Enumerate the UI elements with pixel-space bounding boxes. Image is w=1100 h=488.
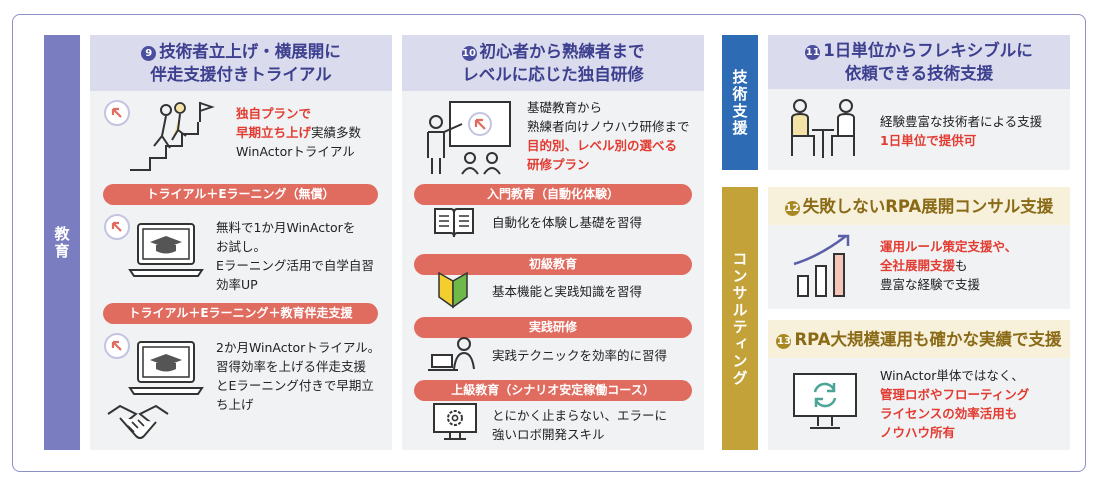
arrow-up-left-icon	[104, 333, 130, 359]
growth-chart-icon	[793, 234, 850, 297]
panel-9-item-1: 無料で1か月WinActorを お試し。 Eラーニング活用で自学自習 効率UP	[216, 218, 374, 294]
panel-10-bar-3: 実践研修	[414, 317, 692, 338]
education-label: 教育	[44, 35, 80, 450]
panel-9-title-line2: 伴走支援付きトライアル	[150, 65, 332, 84]
panel-12-red-2: 全社展開支援	[880, 258, 956, 273]
panel-11-text: 経験豊富な技術者による支援 1日単位で提供可	[880, 112, 1042, 150]
panel-11-text-line: 経験豊富な技術者による支援	[880, 114, 1043, 129]
laptop-graduation-cap-icon	[128, 223, 204, 277]
panel-12-rest-2: も	[955, 258, 968, 273]
panel-9-title-line1: 技術者立上げ・横展開に	[159, 42, 341, 61]
meeting-people-icon	[791, 99, 855, 158]
panel-9-item-2: 2か月WinActorトライアル。 習得効率を上げる伴走支援 とEラーニング付き…	[216, 338, 380, 414]
panel-9-item-1-line: お試し。	[216, 239, 267, 254]
panel-13-red-line: ノウハウ所有	[880, 425, 956, 440]
panel-9-number: 9	[141, 46, 157, 61]
beginner-mark-icon	[438, 271, 468, 309]
laptop-graduation-cap-icon	[128, 341, 204, 395]
panel-13-text: WinActor単体ではなく、 管理ロボやフローティング ライセンスの効率活用も…	[880, 366, 1029, 442]
panel-10-intro-line: 基礎教育から	[527, 100, 603, 115]
panel-10-item-2: 基本機能と実践知識を習得	[492, 284, 643, 299]
panel-10-title-line2: レベルに応じた独自研修	[462, 65, 644, 84]
panel-10-item-4: とにかく止まらない、エラーに 強いロボ開発スキル	[492, 406, 667, 444]
arrow-up-left-icon	[104, 214, 130, 240]
panel-9-item-1-line: Eラーニング活用で自学自習	[216, 258, 374, 273]
outer-frame	[12, 14, 1086, 472]
panel-13-title-text: RPA大規模運用も確かな実績で支援	[794, 329, 1062, 349]
monitor-gear-icon	[433, 403, 477, 440]
panel-10-intro: 基礎教育から 熟練者向けノウハウ研修まで 目的別、レベル別の選べる 研修プラン	[527, 98, 690, 174]
lecture-presenter-icon	[427, 101, 511, 175]
panel-9-item-2-line: 習得効率を上げる伴走支援	[216, 359, 367, 374]
consulting-label: コンサルティング	[722, 187, 758, 450]
panel-13-red-line: ライセンスの効率活用も	[880, 406, 1018, 421]
consulting-label-text: コンサルティング	[730, 250, 749, 387]
panel-10-item-3: 実践テクニックを効率的に習得	[492, 348, 668, 363]
panel-10-item-4-line: とにかく止まらない、エラーに	[492, 408, 668, 423]
panel-10-item-4-line: 強いロボ開発スキル	[492, 427, 605, 442]
handshake-icon	[107, 404, 169, 439]
panel-12-title-text: 失敗しないRPA展開コンサル支援	[802, 196, 1054, 216]
panel-10-bar-1: 入門教育（自動化体験）	[414, 184, 692, 205]
panel-13-number: 13	[776, 333, 792, 349]
monitor-refresh-icon	[793, 373, 857, 429]
stairs-climb-icon	[130, 101, 215, 171]
panel-10-intro-red-line: 研修プラン	[527, 157, 590, 172]
panel-12-number: 12	[784, 200, 800, 216]
panel-11-text-red: 1日単位で提供可	[880, 133, 977, 148]
panel-11-title-line1: 1日単位からフレキシブルに	[823, 41, 1033, 60]
panel-9-intro: 独自プランで 早期立ち上げ実績多数 WinActorトライアル	[236, 104, 361, 161]
person-at-laptop-icon	[428, 337, 475, 371]
panel-12-text: 運用ルール策定支援や、 全社展開支援も 豊富な経験で支援	[880, 237, 1017, 294]
panel-9-bar-1: トライアル＋Eラーニング（無償）	[103, 184, 378, 205]
education-label-text: 教育	[52, 225, 71, 260]
panel-11-number: 11	[805, 45, 821, 60]
panel-9-item-1-line: 効率UP	[216, 277, 258, 292]
tech-support-label: 技術支援	[722, 35, 758, 170]
panel-13-red-line: 管理ロボやフローティング	[880, 387, 1030, 402]
panel-10-intro-red-line: 目的別、レベル別の選べる	[527, 138, 678, 153]
panel-13-line-1: WinActor単体ではなく、	[880, 368, 1024, 383]
panel-10-item-1: 自動化を体験し基礎を習得	[492, 215, 643, 230]
panel-9-item-1-line: 無料で1か月WinActorを	[216, 220, 356, 235]
panel-10-title-line1: 初心者から熟練者まで	[479, 42, 645, 61]
panel-12-red-1: 運用ルール策定支援や、	[880, 239, 1018, 254]
panel-9-item-2-line: ち上げ	[216, 397, 254, 412]
panel-11-title-line2: 依頼できる技術支援	[844, 64, 994, 83]
panel-9-bar-2: トライアル＋Eラーニング＋教育伴走支援	[103, 303, 378, 324]
panel-12-line-3: 豊富な経験で支援	[880, 277, 981, 292]
panel-10-bar-4: 上級教育（シナリオ安定稼働コース）	[414, 380, 692, 401]
panel-9-intro-rest2: 実績多数	[311, 125, 362, 140]
panel-10-intro-line: 熟練者向けノウハウ研修まで	[527, 119, 690, 134]
panel-9-intro-red: 独自プランで	[236, 106, 312, 121]
panel-9-intro-line3: WinActorトライアル	[236, 144, 355, 159]
tech-support-label-text: 技術支援	[730, 68, 749, 137]
open-book-icon	[434, 208, 474, 238]
panel-9-item-2-line: とEラーニング付きで早期立	[216, 378, 374, 393]
panel-9-intro-red2: 早期立ち上げ	[236, 125, 312, 140]
panel-10-bar-2: 初級教育	[414, 254, 692, 275]
panel-10-number: 10	[461, 46, 477, 61]
arrow-up-left-icon	[104, 100, 130, 126]
panel-9-item-2-line: 2か月WinActorトライアル。	[216, 340, 381, 355]
